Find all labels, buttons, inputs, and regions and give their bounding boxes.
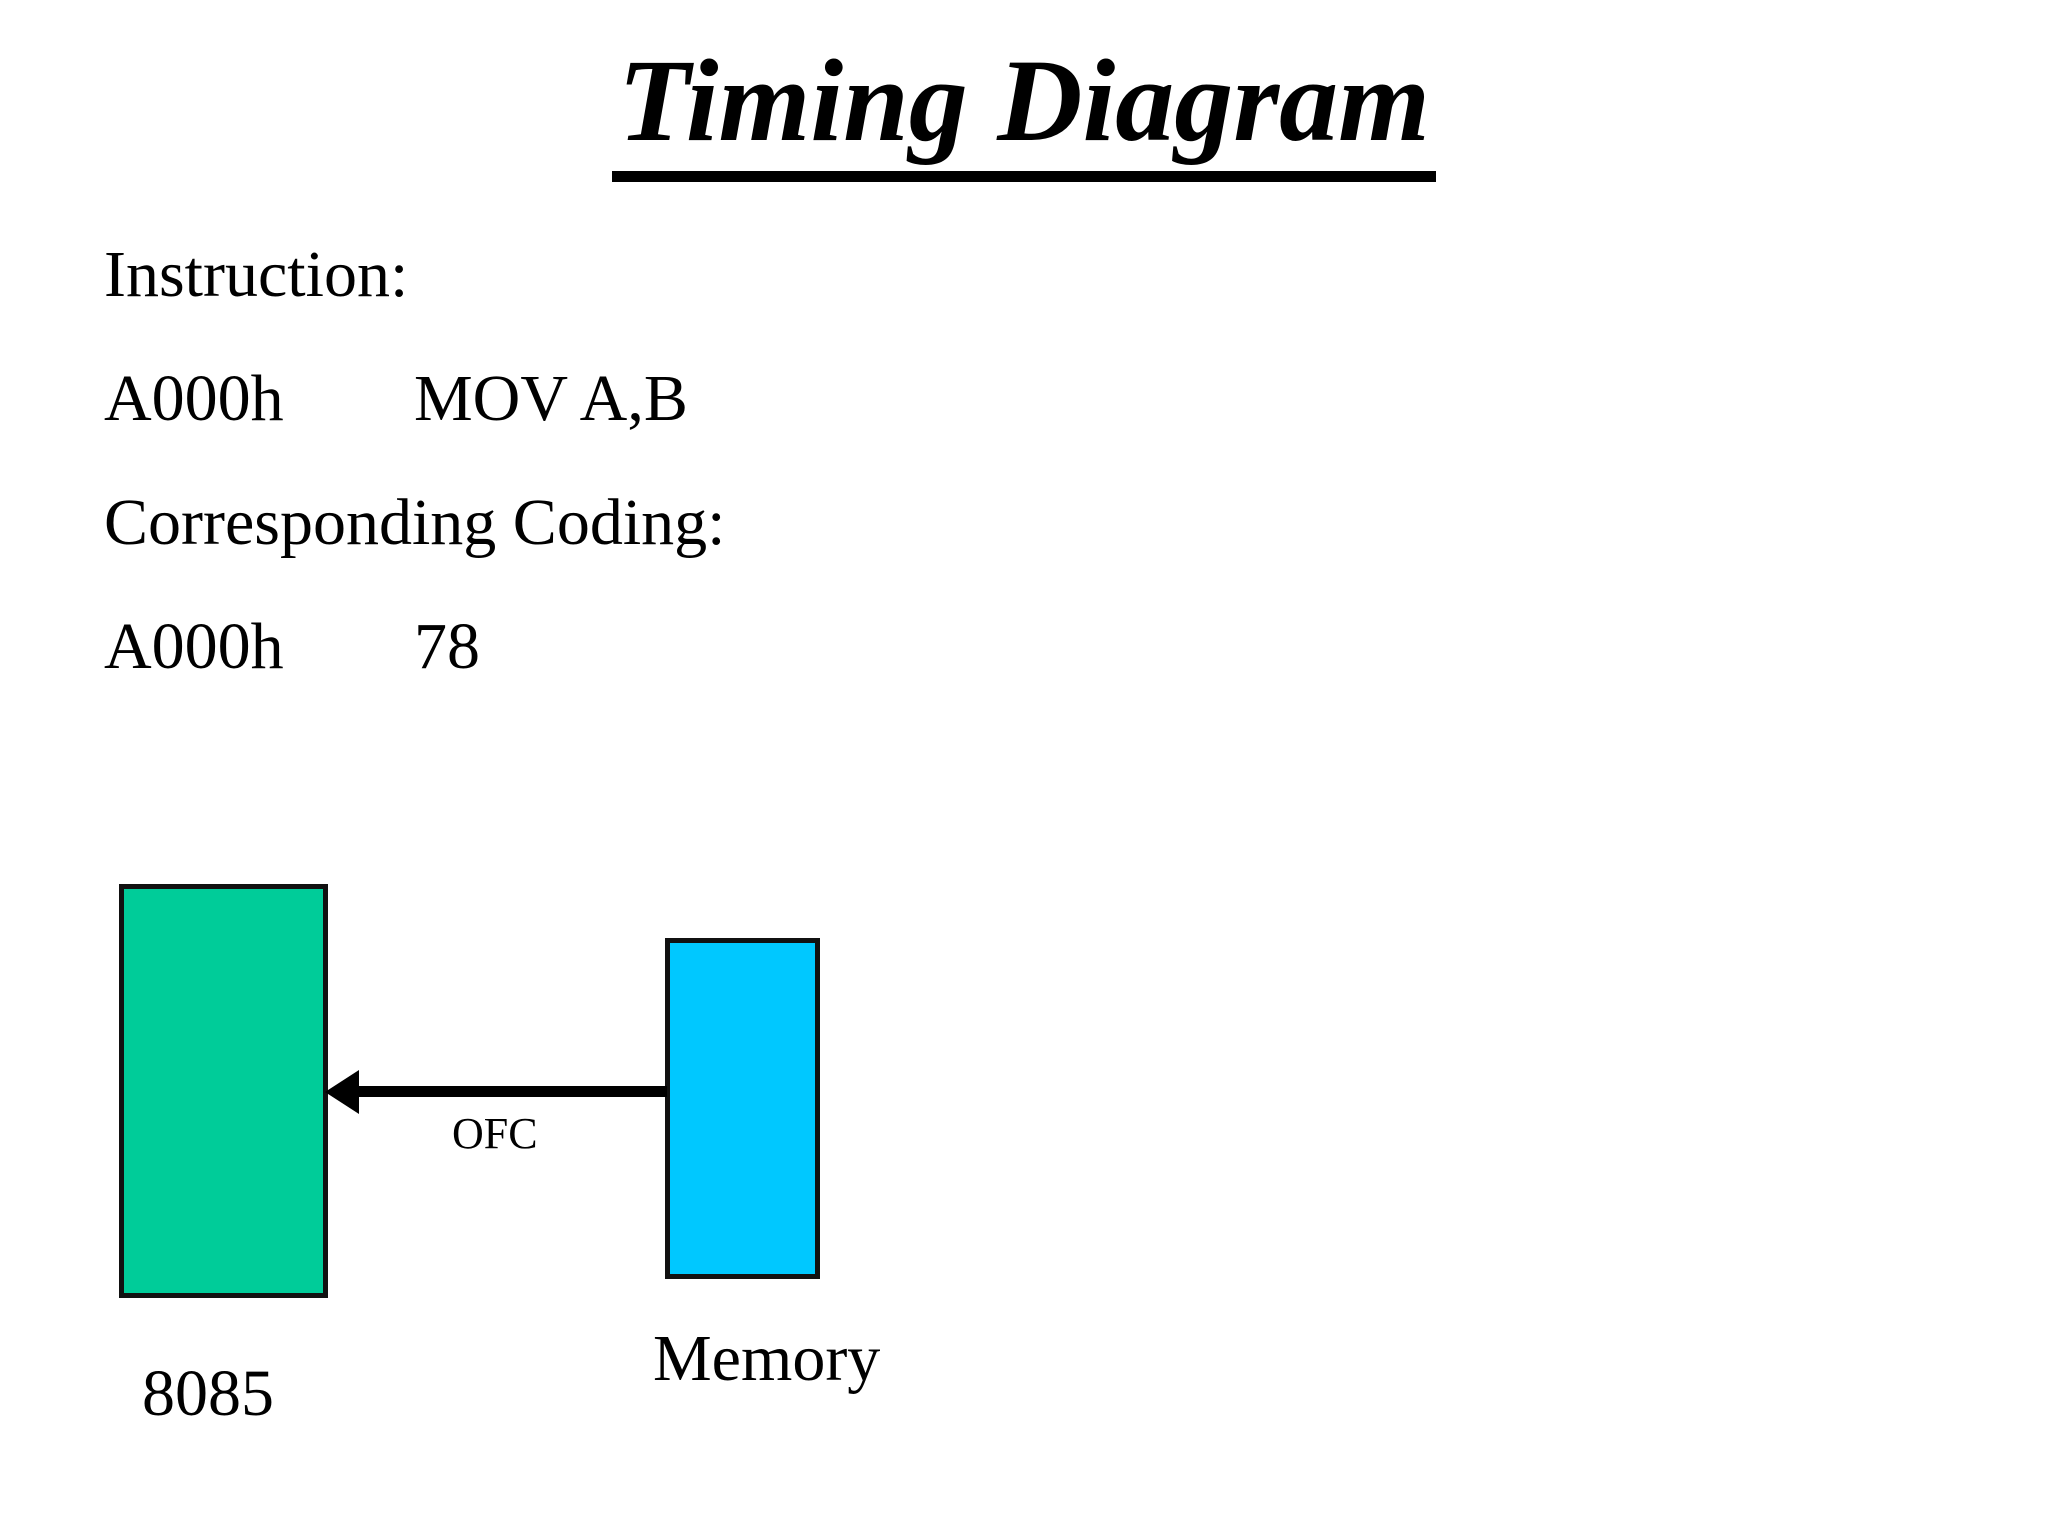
page-title-text: Timing Diagram bbox=[612, 38, 1436, 183]
memory-block-shape bbox=[665, 938, 820, 1279]
instruction-heading: Instruction: bbox=[104, 238, 409, 311]
coding-heading-line: Corresponding Coding: bbox=[104, 480, 1804, 604]
coding-row: A000h 78 bbox=[104, 604, 1804, 728]
memory-block-caption: Memory bbox=[653, 1322, 881, 1395]
ofc-arrow-label: OFC bbox=[452, 1109, 538, 1158]
coding-address: A000h bbox=[104, 610, 284, 683]
coding-heading: Corresponding Coding: bbox=[104, 486, 726, 559]
instruction-row: A000h MOV A,B bbox=[104, 356, 1804, 480]
cpu-block-shape bbox=[119, 884, 328, 1298]
instruction-mnemonic: MOV A,B bbox=[414, 362, 688, 435]
page-title: Timing Diagram bbox=[0, 38, 2048, 183]
body-text-block: Instruction: A000h MOV A,B Corresponding … bbox=[104, 232, 1804, 728]
ofc-arrow-shaft bbox=[345, 1086, 667, 1097]
coding-opcode: 78 bbox=[414, 610, 480, 683]
ofc-arrow-head-icon bbox=[325, 1070, 359, 1114]
instruction-address: A000h bbox=[104, 362, 284, 435]
instruction-heading-line: Instruction: bbox=[104, 232, 1804, 356]
cpu-block-caption: 8085 bbox=[142, 1357, 274, 1430]
